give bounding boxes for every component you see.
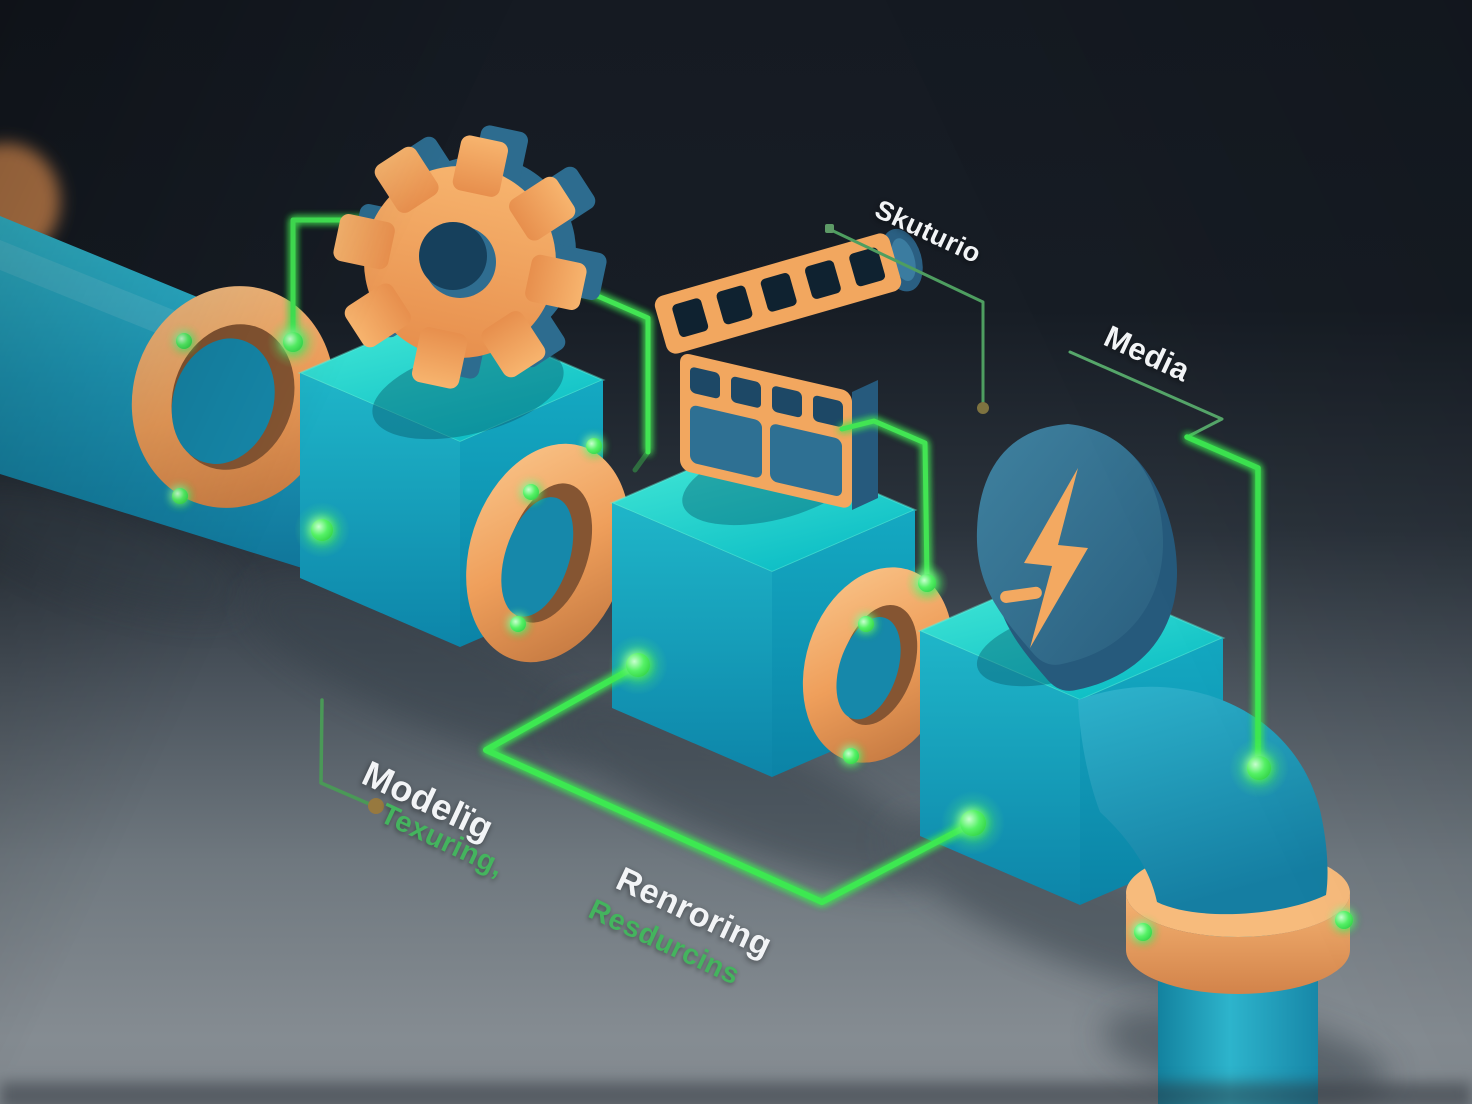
node-dot-elbow-core xyxy=(1247,756,1271,780)
pipe-flange-2 xyxy=(466,443,630,663)
film-clapperboard-icon xyxy=(654,228,923,510)
floor-edge-shade xyxy=(0,1082,1472,1104)
gear-icon xyxy=(333,125,607,389)
flange-1-rivets xyxy=(172,333,192,504)
circuit-line-rendering xyxy=(483,662,976,905)
lightning-bolt-badge-icon xyxy=(976,424,1178,691)
pipe-flange-3 xyxy=(802,567,954,763)
pipeline-node-cube-2 xyxy=(609,438,918,777)
elbow-ring-rivets xyxy=(1134,911,1353,941)
flange-2-rivets xyxy=(510,438,602,632)
flange-3-rivets xyxy=(843,616,874,764)
circuit-line-media-pointer xyxy=(1068,350,1261,765)
modeling-pointer-end-dot xyxy=(368,798,384,814)
node-dot-cube3-core xyxy=(960,810,986,836)
elbow-pipe xyxy=(1078,686,1353,1104)
node-dot-cube2-core xyxy=(626,653,650,677)
circuit-line-media-node xyxy=(839,418,930,581)
lightning-bolt-glyph xyxy=(1024,468,1088,648)
node-dot-cube1-core xyxy=(311,519,333,541)
circuit-line-modeling xyxy=(319,537,376,808)
circuit-line-skuturio-pointer xyxy=(825,224,989,414)
node-dot-flange3-core xyxy=(918,574,936,592)
skuturio-pointer-end-dot xyxy=(977,402,989,414)
elbow-collar-ring xyxy=(1126,893,1350,994)
node-dot-flange1-core xyxy=(283,332,303,352)
